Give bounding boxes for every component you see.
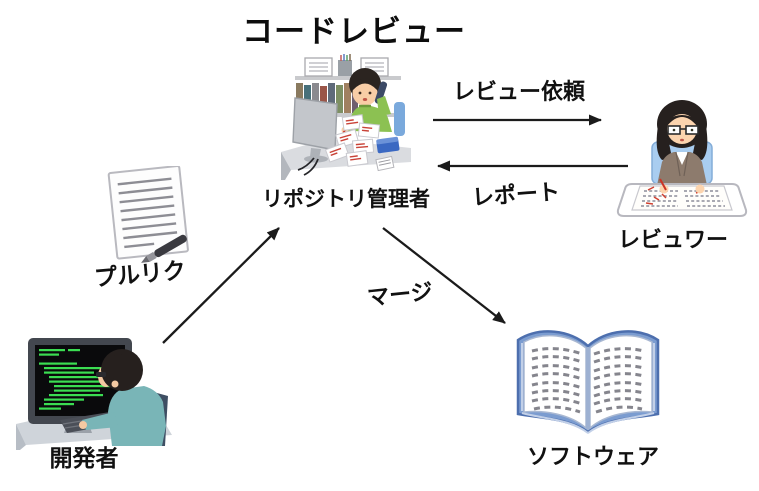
repository-manager-illustration	[281, 54, 411, 180]
reviewer-illustration	[616, 100, 748, 217]
pull-request-document-illustration	[107, 166, 189, 263]
diagram-title: コードレビュー	[242, 14, 466, 49]
software-label: ソフトウェア	[526, 444, 660, 469]
repository-manager-label: リポジトリ管理者	[262, 188, 430, 211]
reviewer-label: レビュワー	[617, 227, 729, 252]
software-open-book-illustration	[516, 330, 660, 434]
developer-illustration	[16, 338, 172, 450]
arrow-pull-request	[162, 227, 280, 344]
developer-label: 開発者	[49, 445, 119, 471]
review-request-label: レビュー依頼	[452, 79, 586, 104]
arrow-merge	[382, 227, 506, 324]
